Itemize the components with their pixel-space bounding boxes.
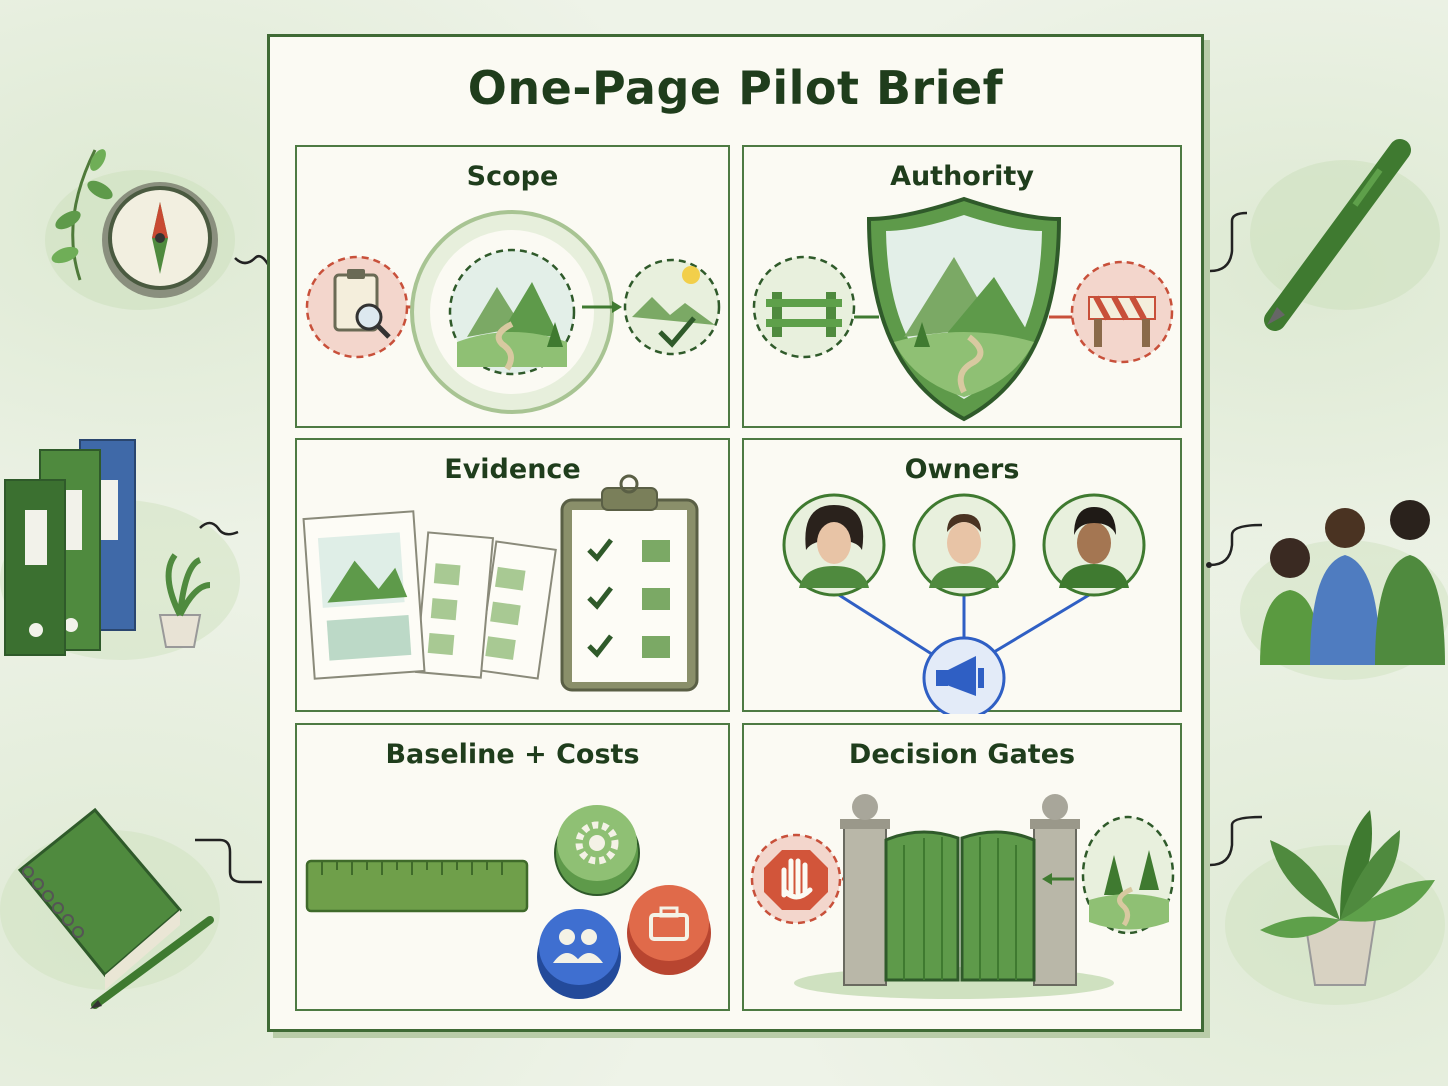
- panel-owners: Owners: [742, 438, 1182, 714]
- fence-icon: [752, 255, 856, 359]
- team-icon: [1209, 500, 1448, 680]
- person-icon: [782, 493, 886, 597]
- page-title: One-Page Pilot Brief: [467, 61, 1004, 115]
- documents-icon: [302, 510, 557, 680]
- panel-decision-gates: Decision Gates: [742, 723, 1182, 1011]
- clipboard-search-icon: [305, 255, 409, 359]
- panel-scope: Scope: [295, 145, 730, 428]
- notebook-icon: [0, 807, 262, 1009]
- compass-icon: [45, 149, 271, 310]
- panel-title-baseline-costs: Baseline + Costs: [385, 739, 640, 770]
- scope-illustration: [305, 210, 721, 414]
- checklist-clipboard-icon: [560, 474, 699, 692]
- panel-title-owners: Owners: [904, 454, 1020, 485]
- panel-title-evidence: Evidence: [444, 454, 581, 485]
- pen-icon: [1209, 139, 1440, 331]
- landscape-icon: [1081, 815, 1175, 935]
- briefcase-icon: [627, 885, 711, 975]
- stop-hand-icon: [750, 833, 842, 925]
- evidence-illustration: [302, 474, 699, 692]
- ruler-icon: [305, 859, 529, 913]
- landscape-target-icon: [410, 210, 614, 414]
- pilot-brief-sheet: One-Page Pilot Brief Scope: [267, 34, 1204, 1032]
- panel-title-decision-gates: Decision Gates: [848, 739, 1076, 770]
- panel-baseline-costs: Baseline + Costs: [295, 723, 730, 1011]
- person-icon: [912, 493, 1016, 597]
- panel-evidence: Evidence: [295, 438, 730, 712]
- plant-icon: [1209, 810, 1445, 1005]
- authority-illustration: [752, 196, 1174, 422]
- connector-team: [1206, 562, 1212, 568]
- panel-title-scope: Scope: [466, 161, 559, 192]
- person-icon: [1042, 493, 1146, 597]
- megaphone-icon: [922, 636, 1006, 714]
- owners-illustration: [782, 493, 1146, 714]
- people-icon: [537, 909, 621, 999]
- shield-icon: [866, 196, 1062, 422]
- sun-check-icon: [623, 258, 721, 356]
- barrier-icon: [1070, 260, 1174, 364]
- binders-icon: [0, 439, 240, 660]
- panel-authority: Authority: [742, 145, 1182, 428]
- decision-gates-illustration: [750, 794, 1175, 999]
- gate-icon: [794, 794, 1114, 999]
- baseline-costs-illustration: [305, 805, 711, 999]
- gear-icon: [554, 805, 640, 896]
- panel-title-authority: Authority: [890, 161, 1034, 192]
